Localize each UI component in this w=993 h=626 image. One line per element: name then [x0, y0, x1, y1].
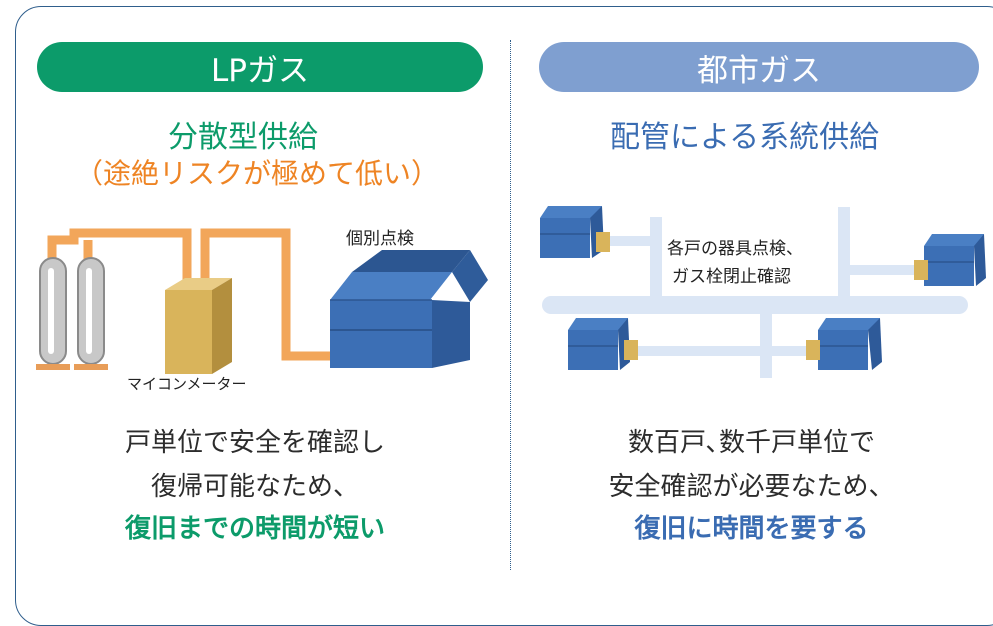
- city-conclusion: 復旧に時間を要する: [634, 514, 869, 544]
- city-callout-line-2: ガス栓閉止確認: [672, 262, 791, 287]
- small-house-icon: [924, 234, 986, 286]
- gas-meter-box-icon: [624, 340, 638, 360]
- lp-body-line-2: 復帰可能なため、: [150, 472, 359, 502]
- city-gas-header-label: 都市ガス: [697, 52, 821, 89]
- center-divider: [510, 40, 511, 570]
- lp-body-line-1: 戸単位で安全を確認し: [124, 428, 385, 458]
- gas-cylinder-icon: [36, 257, 108, 370]
- small-house-icon: [540, 206, 604, 258]
- small-house-icon: [818, 318, 882, 370]
- city-gas-header: 都市ガス: [539, 42, 979, 92]
- micom-meter-icon: [165, 278, 232, 374]
- lp-gas-header: LPガス: [37, 42, 483, 92]
- city-body-line-1: 数百戸､数千戸単位で: [627, 428, 875, 458]
- lp-illustration: [36, 206, 986, 378]
- pipe-meter-to-house: [200, 228, 330, 361]
- lp-conclusion: 復旧までの時間が短い: [124, 514, 385, 544]
- gas-meter-box-icon: [806, 340, 820, 360]
- house-check-label: 個別点検: [346, 229, 414, 249]
- house-icon: [330, 250, 488, 368]
- city-callout-line-1: 各戸の器具点検、: [667, 234, 803, 259]
- city-subtitle: 配管による系統供給: [610, 120, 880, 155]
- lp-note: （途絶リスクが極めて低い）: [75, 157, 440, 190]
- city-pipe-network: [542, 207, 968, 378]
- small-house-icon: [568, 318, 630, 370]
- pipe-cylinder-to-meter: [47, 228, 192, 300]
- meter-label: マイコンメーター: [127, 375, 247, 393]
- lp-subtitle: 分散型供給: [168, 120, 318, 155]
- city-body-line-2: 安全確認が必要なため、: [608, 472, 895, 502]
- gas-meter-box-icon: [596, 232, 610, 252]
- lp-gas-header-label: LPガス: [211, 52, 309, 89]
- gas-meter-box-icon: [914, 260, 928, 280]
